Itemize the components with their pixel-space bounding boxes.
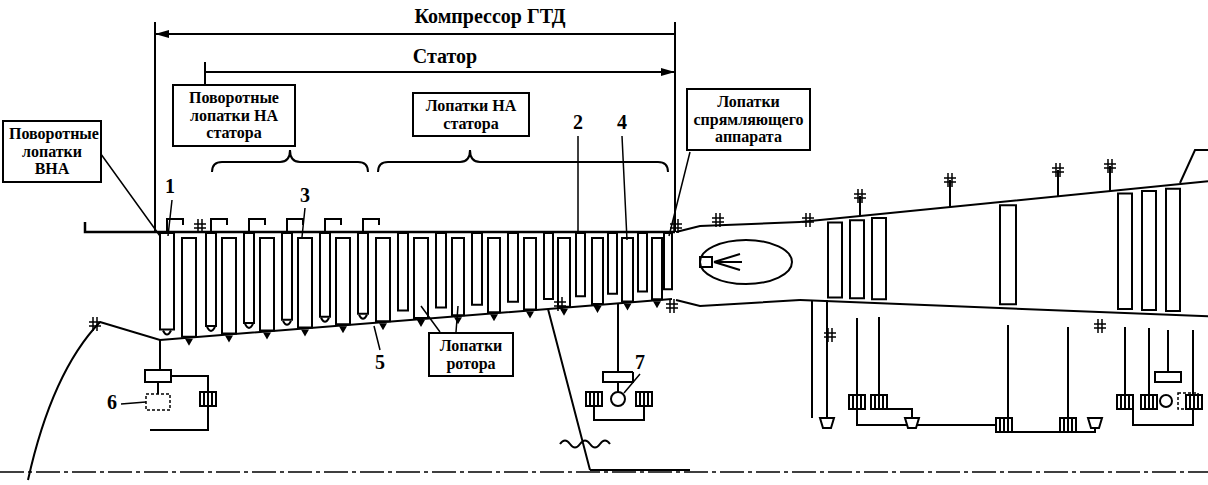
node-text: Лопатки НА статора xyxy=(419,97,523,132)
dimension-arrow xyxy=(155,34,675,72)
callout-number: 6 xyxy=(105,392,119,412)
bearing-symbol xyxy=(145,370,1202,432)
flange-joint xyxy=(89,159,1116,342)
combustion-chamber xyxy=(676,222,800,306)
dimension-label: Компрессор ГТД xyxy=(413,6,568,26)
callout-box: Лопатки НА статора xyxy=(412,92,530,137)
node-text: Лопатки спрямляющего аппарата xyxy=(693,93,804,146)
node-text: Поворотные лопатки НА статора xyxy=(179,89,289,142)
axis-line xyxy=(0,471,1208,473)
vane-lever xyxy=(167,219,379,232)
node-text: Лопатки ротора xyxy=(435,337,507,372)
callout-number: 2 xyxy=(571,112,585,132)
dimension-label: Статор xyxy=(411,46,479,66)
group-bracket xyxy=(212,150,668,172)
inlet-contour xyxy=(28,322,100,480)
blade-rows xyxy=(160,233,672,337)
node-text: Поворотные лопатки ВНА xyxy=(9,125,95,178)
callout-box: Поворотные лопатки ВНА xyxy=(2,120,102,183)
callout-box: Поворотные лопатки НА статора xyxy=(172,84,296,147)
vane-pivot xyxy=(163,315,367,335)
callout-number: 1 xyxy=(163,176,177,196)
leader-line xyxy=(98,136,690,404)
callout-box: Лопатки спрямляющего аппарата xyxy=(686,88,811,151)
support-structure xyxy=(150,300,1193,470)
callout-number: 4 xyxy=(615,112,629,132)
turbine-casing-flange xyxy=(860,150,1208,216)
callout-number: 7 xyxy=(633,352,647,372)
callout-number: 5 xyxy=(373,352,387,372)
callout-number: 3 xyxy=(298,185,312,205)
callout-box: Лопатки ротора xyxy=(428,332,514,377)
extension-line xyxy=(155,22,675,232)
drive-unit xyxy=(146,393,1198,410)
turbine xyxy=(800,181,1208,316)
